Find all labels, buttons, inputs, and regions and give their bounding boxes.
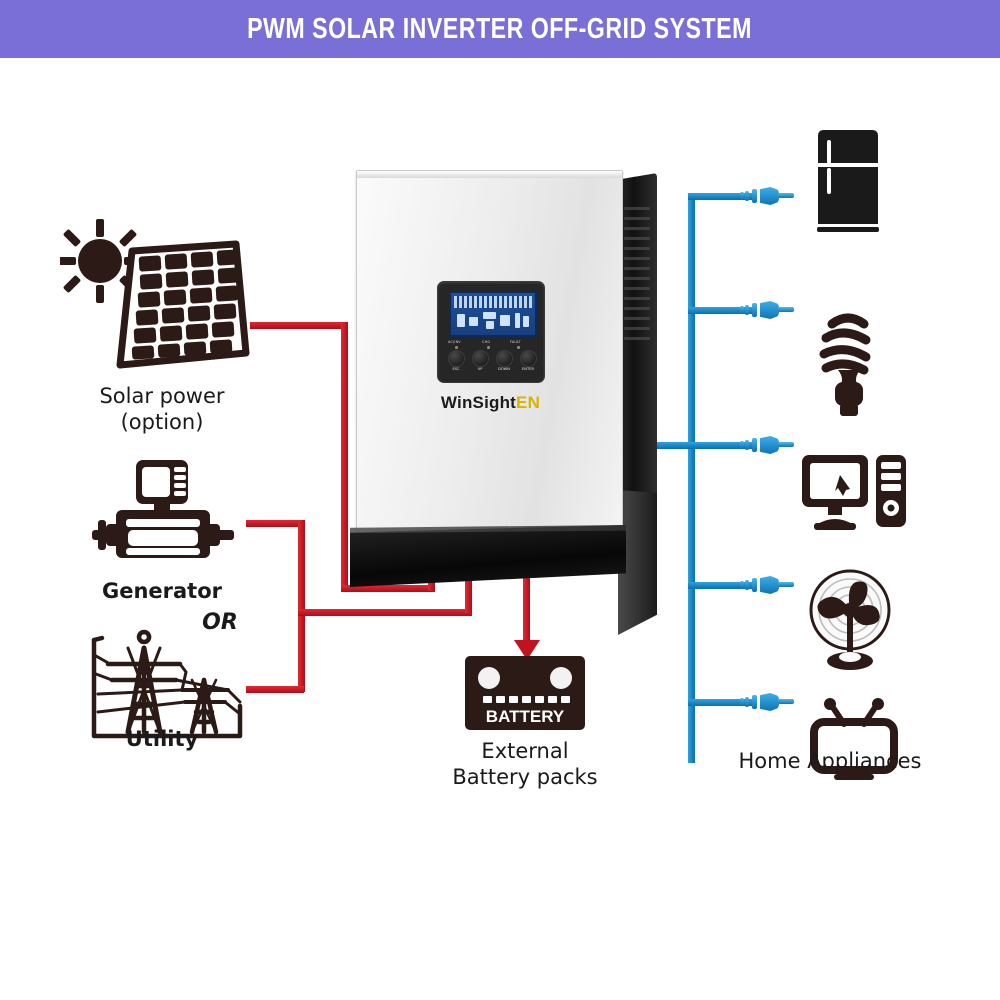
wire-generator-horizontal: [246, 520, 304, 527]
wire-battery-link: [523, 510, 530, 652]
button-up[interactable]: [472, 350, 489, 367]
button-label-enter: ENTER: [522, 367, 534, 371]
plug-icon-computer: [740, 434, 796, 456]
wire-utility-horizontal: [246, 686, 304, 693]
computer-icon: [802, 455, 906, 530]
brand-primary-text: WinSight: [440, 393, 517, 412]
wire-branch-fridge: [688, 193, 754, 200]
solar-inverter-unit[interactable]: AC/INV CHG FAULT ESC UP DOWN ENTER: [350, 170, 658, 635]
wire-output-from-inverter: [624, 442, 696, 449]
button-down[interactable]: [496, 350, 513, 367]
battery-body-text: BATTERY: [486, 707, 565, 726]
wire-branch-cfl: [688, 307, 754, 314]
inverter-button-row[interactable]: ESC UP DOWN ENTER: [444, 350, 540, 380]
led-label-ac-inv: AC/INV: [448, 340, 461, 344]
lcd-flow-diagram: [455, 311, 531, 331]
wire-output-trunk: [688, 193, 695, 763]
wire-branch-fan: [688, 582, 754, 589]
inverter-base-highlight: [350, 525, 626, 533]
battery-label: External Battery packs: [452, 739, 598, 789]
inverter-top-edge: [357, 171, 622, 178]
button-label-down: DOWN: [498, 367, 510, 371]
wire-solar-vertical: [341, 322, 348, 592]
wire-branch-computer: [688, 442, 754, 449]
plug-icon-fridge: [740, 185, 796, 207]
plug-icon-cfl: [740, 299, 796, 321]
inverter-base-section: [350, 525, 626, 587]
button-label-esc: ESC: [452, 367, 460, 371]
or-label: OR: [202, 610, 238, 635]
home-appliances-label: Home Appliances: [738, 749, 922, 773]
header-banner: PWM SOLAR INVERTER OFF-GRID SYSTEM: [0, 0, 1000, 58]
battery-icon: BATTERY: [465, 656, 585, 730]
page-title: PWM SOLAR INVERTER OFF-GRID SYSTEM: [247, 12, 753, 45]
brand-accent-text: EN: [516, 393, 541, 412]
plug-icon-tv: [740, 691, 796, 713]
led-label-fault: FAULT: [510, 340, 521, 344]
plug-icon-fan: [740, 574, 796, 596]
generator-label: Generator: [101, 579, 223, 603]
electric-fan-icon: [809, 569, 891, 670]
button-enter[interactable]: [520, 350, 537, 367]
utility-label: Utility: [125, 727, 199, 751]
wire-solar-horizontal: [250, 322, 348, 329]
wire-solar-to-inverter: [341, 585, 435, 592]
lcd-status-bar: [454, 296, 532, 308]
wire-branch-tv: [688, 699, 754, 706]
solar-panel-icon: [60, 219, 250, 369]
arrow-inverter-to-battery: [514, 640, 540, 660]
diagram-canvas: Solar power (option) Generator OR: [0, 58, 1000, 1000]
inverter-front-panel: AC/INV CHG FAULT ESC UP DOWN ENTER: [356, 170, 623, 537]
lcd-screen: [449, 291, 537, 337]
inverter-led-indicators: AC/INV CHG FAULT: [446, 340, 538, 350]
solar-power-label: Solar power (option): [99, 384, 225, 434]
button-esc[interactable]: [448, 350, 465, 367]
inverter-brand-logo: WinSightEN: [413, 393, 568, 413]
inverter-vent-panel: [618, 173, 657, 503]
cfl-bulb-icon: [819, 313, 871, 416]
wire-ac-input-run: [298, 609, 472, 616]
wire-generator-vertical: [298, 520, 305, 692]
utility-pylon-icon: [91, 629, 243, 739]
button-label-up: UP: [477, 367, 483, 371]
television-icon: [810, 698, 898, 780]
inverter-control-panel[interactable]: AC/INV CHG FAULT ESC UP DOWN ENTER: [437, 281, 545, 383]
led-label-chg: CHG: [482, 340, 491, 344]
refrigerator-icon: [817, 130, 879, 232]
generator-icon: [92, 460, 234, 558]
